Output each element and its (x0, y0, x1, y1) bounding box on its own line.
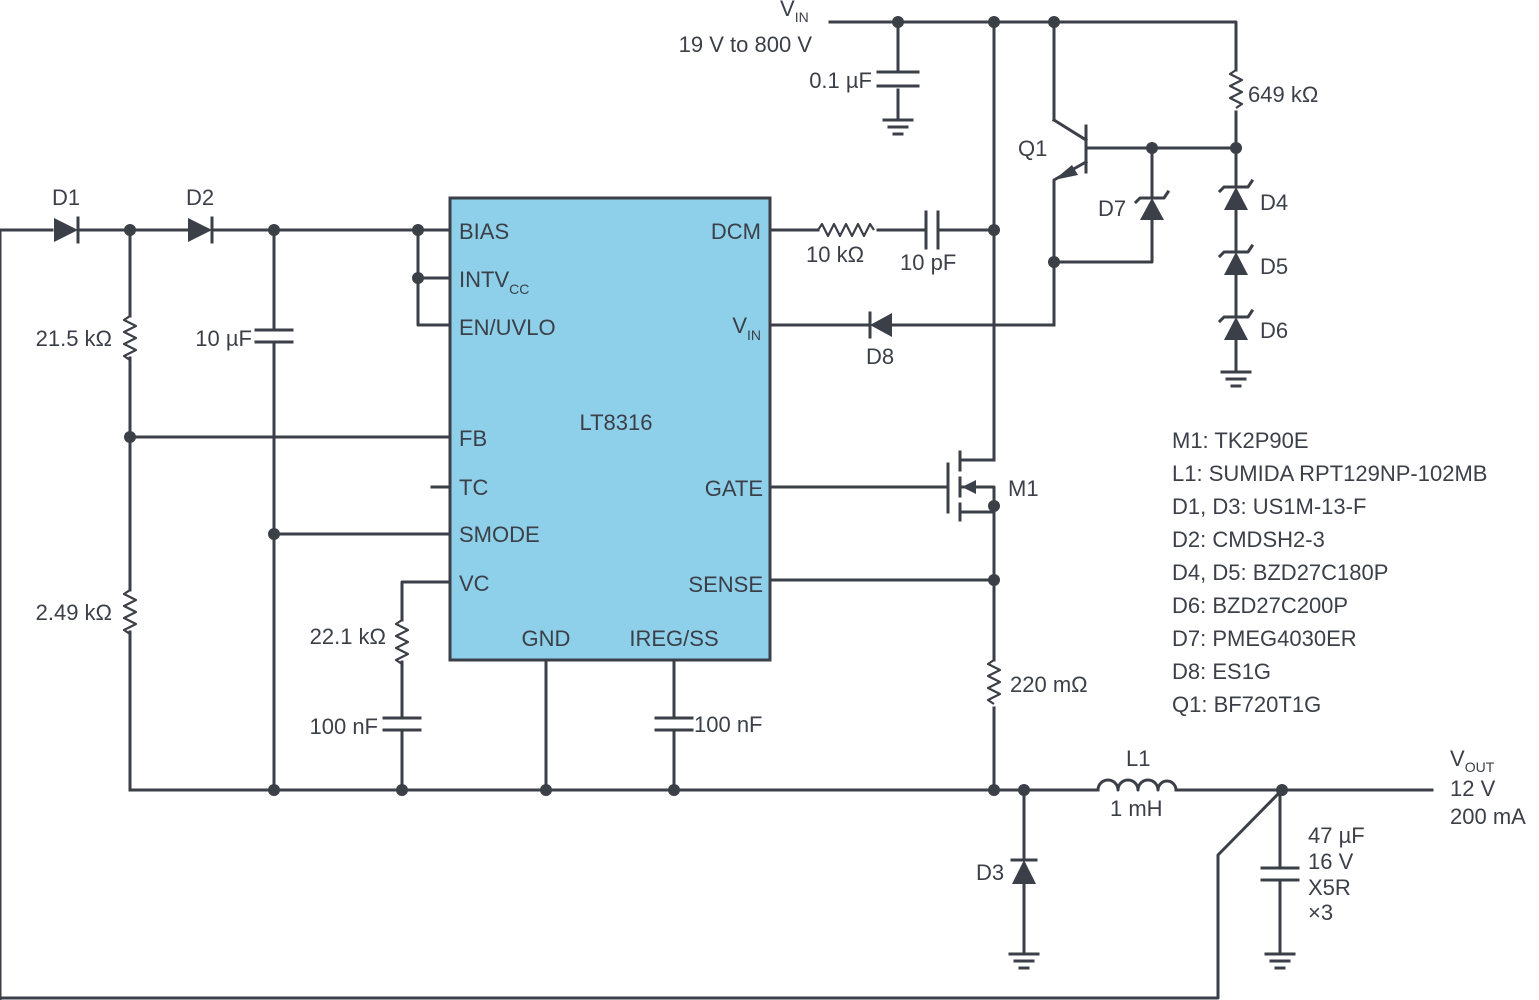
pin-vc: VC (459, 571, 490, 596)
resistor-vc (394, 619, 410, 665)
label-vin-range: 19 V to 800 V (679, 32, 813, 57)
diode-d2 (188, 216, 214, 244)
label-r-sense: 220 mΩ (1010, 672, 1088, 697)
junctions (124, 16, 1288, 796)
pin-tc: TC (459, 475, 488, 500)
label-d7: D7 (1098, 196, 1126, 221)
pin-gnd: GND (522, 626, 571, 651)
label-c-ireg: 100 nF (694, 712, 763, 737)
resistor-dcm (817, 222, 875, 238)
label-m1: M1 (1008, 476, 1039, 501)
label-r-fb-bottom: 2.49 kΩ (36, 600, 112, 625)
cap-output (1260, 866, 1300, 882)
diode-d3 (1010, 858, 1038, 884)
label-r-fb-top: 21.5 kΩ (36, 326, 112, 351)
label-c-out-1: 47 µF (1308, 823, 1365, 848)
resistor-fb-bottom (122, 589, 138, 635)
label-c-dcm: 10 pF (900, 250, 956, 275)
pin-en-uvlo: EN/UVLO (459, 315, 556, 340)
label-l1-value: 1 mH (1110, 796, 1163, 821)
label-l1: L1 (1126, 746, 1150, 771)
cap-bias (254, 328, 294, 344)
mosfet-m1 (946, 450, 996, 522)
bom-item: D6: BZD27C200P (1172, 593, 1348, 618)
pin-ireg-ss: IREG/SS (629, 626, 718, 651)
label-vin: VIN (780, 0, 809, 25)
resistor-sense (986, 659, 1002, 705)
ground-symbol-zener (1220, 370, 1252, 388)
cap-dcm (924, 210, 940, 250)
resistor-fb-top (122, 315, 138, 361)
ic-lt8316 (448, 196, 772, 662)
zener-d4 (1217, 178, 1255, 210)
cap-ireg (654, 716, 694, 732)
bom-item: D1, D3: US1M-13-F (1172, 494, 1366, 519)
label-d1: D1 (52, 185, 80, 210)
label-c-bias: 10 µF (195, 326, 252, 351)
bom-item: D8: ES1G (1172, 659, 1271, 684)
ground-symbol-d3 (1008, 952, 1040, 970)
label-d3: D3 (976, 860, 1004, 885)
pin-vin: VIN (732, 313, 761, 343)
bom-item: D7: PMEG4030ER (1172, 626, 1357, 651)
pin-fb: FB (459, 426, 487, 451)
wires (0, 20, 1434, 1000)
zener-d6 (1217, 308, 1255, 340)
label-d8: D8 (866, 344, 894, 369)
label-c-out-2: 16 V (1308, 849, 1354, 874)
bom-item: D4, D5: BZD27C180P (1172, 560, 1388, 585)
ground-symbol-output (1264, 952, 1296, 970)
label-vout: VOUT (1450, 746, 1495, 775)
pin-sense: SENSE (688, 572, 763, 597)
label-q1: Q1 (1018, 136, 1047, 161)
cap-vc (382, 716, 422, 732)
diode-d8 (868, 311, 892, 339)
label-r-top: 649 kΩ (1248, 82, 1318, 107)
transistor-q1 (1054, 124, 1088, 180)
label-d2: D2 (186, 185, 214, 210)
zener-d5 (1217, 243, 1255, 275)
label-c-out-3: X5R (1308, 875, 1351, 900)
cap-vin (876, 70, 920, 136)
label-r-dcm: 10 kΩ (806, 242, 864, 267)
diode-d1 (54, 216, 80, 244)
label-vout-current: 200 mA (1450, 804, 1526, 829)
label-d5: D5 (1260, 254, 1288, 279)
label-c-vc: 100 nF (310, 714, 379, 739)
label-d6: D6 (1260, 318, 1288, 343)
label-vout-voltage: 12 V (1450, 776, 1496, 801)
bom-item: L1: SUMIDA RPT129NP-102MB (1172, 461, 1487, 486)
pin-smode: SMODE (459, 522, 540, 547)
pin-gate: GATE (705, 476, 763, 501)
pin-dcm: DCM (711, 219, 761, 244)
resistor-649k (1228, 69, 1244, 109)
pin-intvcc: INTVCC (459, 267, 529, 297)
inductor-l1 (1096, 778, 1178, 792)
zener-d7 (1133, 189, 1171, 220)
bom-item: D2: CMDSH2-3 (1172, 527, 1325, 552)
pin-bias: BIAS (459, 219, 509, 244)
ic-name: LT8316 (580, 410, 653, 435)
label-c-vin: 0.1 µF (809, 68, 872, 93)
bom-item: Q1: BF720T1G (1172, 692, 1321, 717)
bom-item: M1: TK2P90E (1172, 428, 1309, 453)
bom-list: M1: TK2P90E L1: SUMIDA RPT129NP-102MB D1… (1172, 428, 1487, 717)
label-r-vc: 22.1 kΩ (310, 624, 386, 649)
label-d4: D4 (1260, 190, 1288, 215)
label-c-out-4: ×3 (1308, 900, 1333, 925)
